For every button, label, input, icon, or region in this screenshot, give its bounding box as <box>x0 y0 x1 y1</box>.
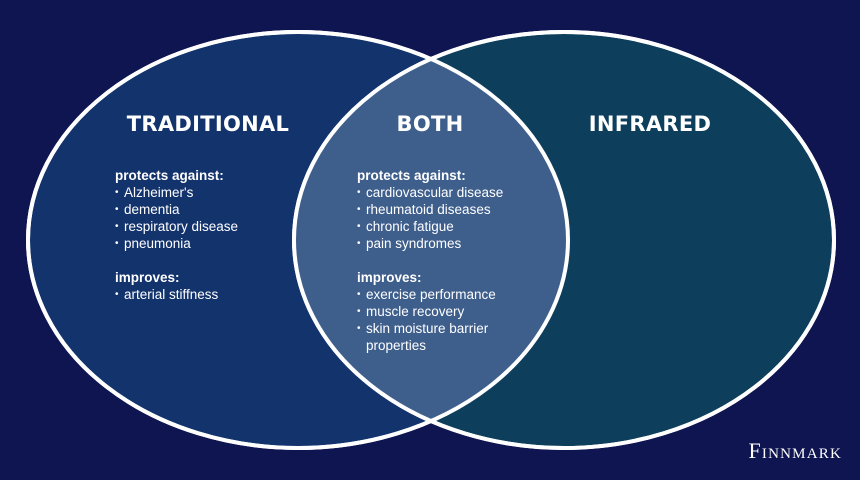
list-item: rheumatoid diseases <box>357 201 547 218</box>
traditional-title: TRADITIONAL <box>126 112 290 136</box>
list-item: Alzheimer's <box>115 184 305 201</box>
list-item: dementia <box>115 201 305 218</box>
list-item: pain syndromes <box>357 235 547 252</box>
traditional-improves-list: arterial stiffness <box>115 286 305 303</box>
traditional-benefits: protects against: Alzheimer's dementia r… <box>115 167 305 303</box>
list-item: chronic fatigue <box>357 218 547 235</box>
finnmark-logo: Finnmark <box>748 438 842 463</box>
both-improves-label: improves: <box>357 270 422 285</box>
left-circle-outline <box>26 30 570 450</box>
list-item: cardiovascular disease <box>357 184 547 201</box>
both-improves-list: exercise performance muscle recovery ski… <box>357 286 547 354</box>
list-item: respiratory disease <box>115 218 305 235</box>
list-item: skin moisture barrier properties <box>357 320 547 354</box>
infrared-title: INFRARED <box>588 112 712 136</box>
traditional-protects-label: protects against: <box>115 168 224 183</box>
both-title: BOTH <box>396 112 464 136</box>
both-protects-label: protects against: <box>357 168 466 183</box>
both-protects-list: cardiovascular disease rheumatoid diseas… <box>357 184 547 252</box>
list-item: muscle recovery <box>357 303 547 320</box>
list-item: exercise performance <box>357 286 547 303</box>
both-benefits: protects against: cardiovascular disease… <box>357 167 547 354</box>
traditional-protects-list: Alzheimer's dementia respiratory disease… <box>115 184 305 252</box>
traditional-improves-label: improves: <box>115 270 180 285</box>
list-item: arterial stiffness <box>115 286 305 303</box>
list-item: pneumonia <box>115 235 305 252</box>
